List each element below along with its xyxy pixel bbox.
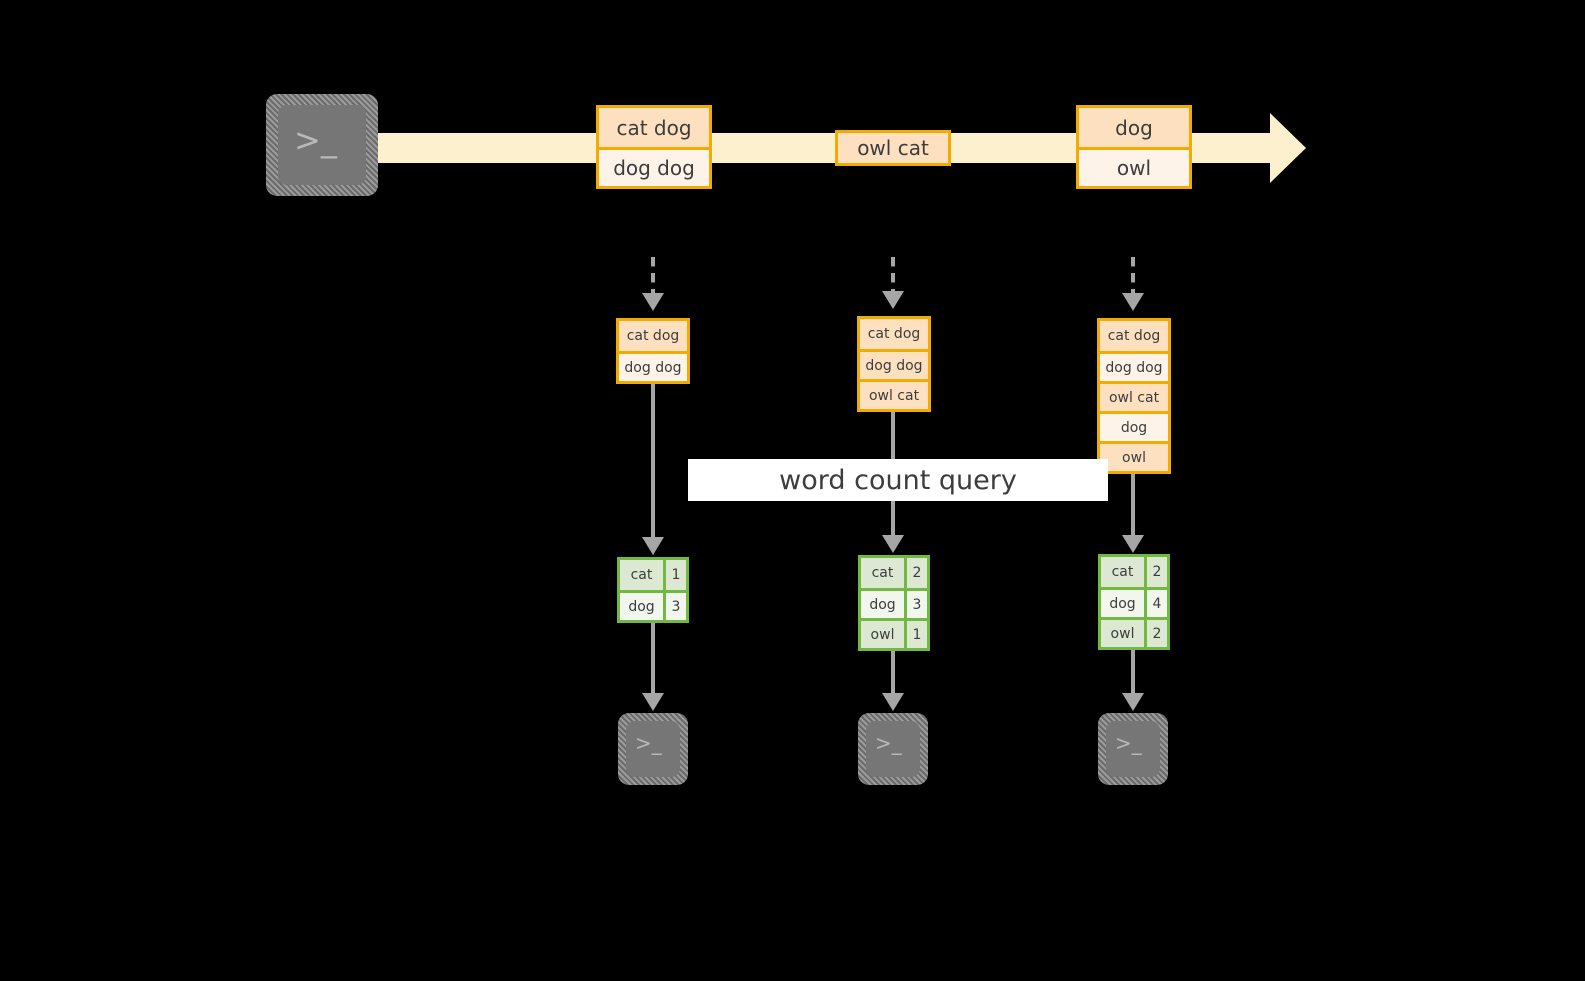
column-input-table[interactable]: cat dog dog dog owl cat [857,316,931,412]
sink-connector-line [891,651,895,695]
column-result-table[interactable]: cat 2 dog 3 owl 1 [858,555,930,651]
result-word: dog [1101,590,1147,617]
stream-event-row: cat dog [599,108,709,147]
snapshot-connector-dashed [1131,257,1135,295]
snapshot-connector-dashed [891,257,895,293]
source-terminal[interactable]: >_ [266,94,378,196]
stream-event-row: dog dog [599,147,709,186]
query-connector-line [1131,474,1135,537]
query-connector-arrowhead [642,537,664,555]
result-word: owl [861,621,907,648]
stream-event-box[interactable]: cat dog dog dog [596,105,712,189]
result-row: cat 1 [620,560,686,590]
query-connector-arrowhead [882,535,904,553]
terminal-prompt-icon: >_ [1115,731,1142,755]
snapshot-connector-arrowhead [1122,293,1144,311]
stream-arrowhead [1270,113,1306,183]
sink-terminal[interactable]: >_ [858,713,928,785]
column-input-table[interactable]: cat dog dog dog [616,318,690,384]
input-row: owl cat [860,379,928,409]
result-count: 3 [666,593,686,620]
result-word: dog [861,591,907,618]
query-connector-arrowhead [1122,535,1144,553]
sink-connector-arrowhead [882,693,904,711]
column-input-table[interactable]: cat dog dog dog owl cat dog owl [1097,318,1171,474]
terminal-face [278,105,366,185]
stream-event-row: owl [1079,147,1189,186]
result-row: owl 2 [1101,617,1167,647]
result-row: dog 3 [620,590,686,620]
terminal-face [626,721,680,777]
input-row: cat dog [860,319,928,349]
result-word: cat [1101,557,1147,587]
stream-event-row: owl cat [838,133,948,163]
input-row: dog dog [1100,351,1168,381]
sink-terminal[interactable]: >_ [618,713,688,785]
query-connector-line [651,384,655,539]
result-count: 3 [907,591,927,618]
query-label: word count query [688,459,1108,501]
snapshot-connector-dashed [651,257,655,295]
terminal-prompt-icon: >_ [294,121,337,159]
input-row: dog dog [619,351,687,381]
column-result-table[interactable]: cat 1 dog 3 [617,557,689,623]
result-word: dog [620,593,666,620]
result-row: dog 3 [861,588,927,618]
result-count: 2 [1147,557,1167,587]
result-row: dog 4 [1101,587,1167,617]
sink-terminal[interactable]: >_ [1098,713,1168,785]
stream-event-box[interactable]: owl cat [835,130,951,166]
result-row: cat 2 [861,558,927,588]
input-row: cat dog [1100,321,1168,351]
result-word: cat [620,560,666,590]
terminal-face [866,721,920,777]
sink-connector-line [1131,650,1135,695]
input-row: owl [1100,441,1168,471]
result-count: 2 [1147,620,1167,647]
snapshot-connector-arrowhead [882,291,904,309]
result-count: 4 [1147,590,1167,617]
terminal-face [1106,721,1160,777]
snapshot-connector-arrowhead [642,293,664,311]
result-row: cat 2 [1101,557,1167,587]
input-row: dog dog [860,349,928,379]
sink-connector-line [651,623,655,695]
result-row: owl 1 [861,618,927,648]
input-row: cat dog [619,321,687,351]
result-count: 1 [666,560,686,590]
result-count: 2 [907,558,927,588]
input-row: owl cat [1100,381,1168,411]
sink-connector-arrowhead [642,693,664,711]
stream-event-row: dog [1079,108,1189,147]
result-count: 1 [907,621,927,648]
column-result-table[interactable]: cat 2 dog 4 owl 2 [1098,554,1170,650]
sink-connector-arrowhead [1122,693,1144,711]
stream-event-box[interactable]: dog owl [1076,105,1192,189]
result-word: cat [861,558,907,588]
terminal-prompt-icon: >_ [635,731,662,755]
result-word: owl [1101,620,1147,647]
terminal-prompt-icon: >_ [875,731,902,755]
input-row: dog [1100,411,1168,441]
